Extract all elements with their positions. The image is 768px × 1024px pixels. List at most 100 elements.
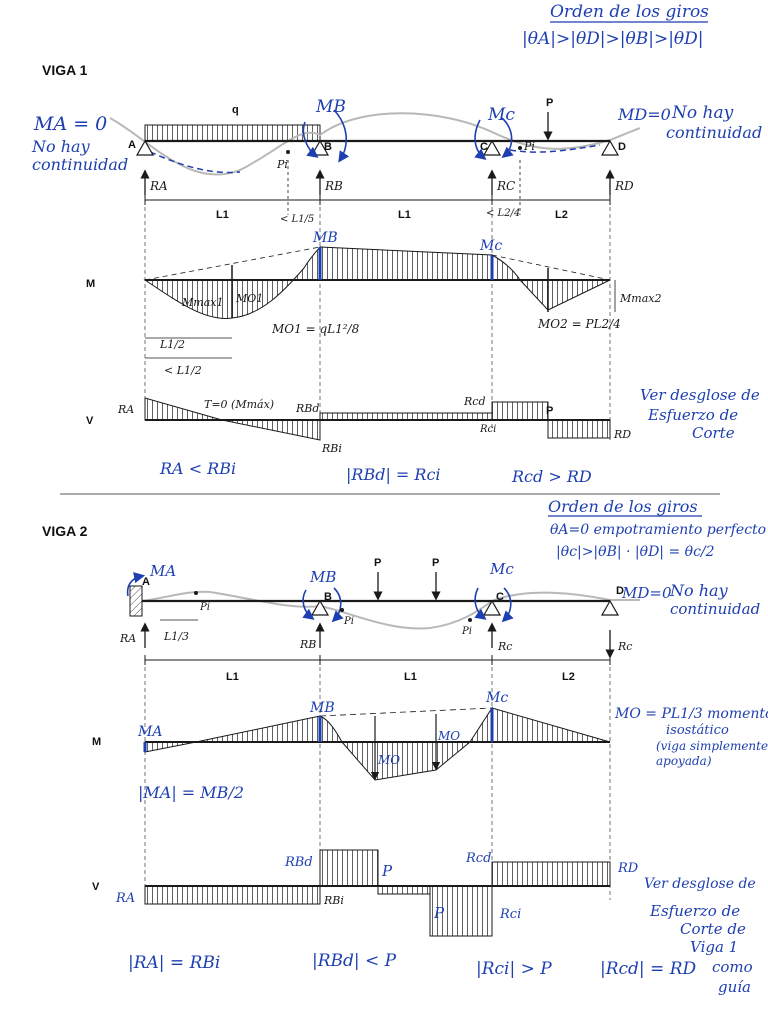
beam1-v-rcd: Rcd: [463, 395, 485, 408]
beam1-load-p: P: [546, 97, 553, 109]
beam2-v-rbi: RBi: [323, 894, 344, 907]
beam2-inflection-pi-3: Pi: [461, 626, 472, 637]
beam2-v-note-1: Ver desglose de: [644, 876, 756, 892]
beam2-v-note-2: Esfuerzo de: [649, 902, 740, 920]
beam1-v-rbi: RBi: [321, 442, 342, 455]
beam1-m-mb: MB: [312, 230, 338, 246]
beam2-deflected-shape: [141, 590, 640, 630]
beam1-m-mc: Mc: [479, 238, 502, 254]
beam2-md-zero: MD=0: [621, 584, 672, 602]
beam2-moment-diagram: [143, 706, 611, 781]
beam1-reaction-rc: RC: [487, 169, 515, 195]
beam1-v-note-1: Ver desglose de: [640, 386, 760, 404]
beam2-span-l2: L2: [562, 671, 575, 683]
beam1-m-mmax1: Mmax1: [181, 296, 223, 309]
beam1-continuidad-left: continuidad: [32, 155, 128, 174]
svg-text:B: B: [324, 591, 332, 603]
beam2-reaction-rd: Rc: [605, 630, 632, 659]
beam2-section: Orden de los giros θA=0 empotramiento pe…: [42, 497, 768, 996]
beam1-reaction-rb: RB: [315, 169, 343, 195]
beam2-v-p1: P: [381, 862, 393, 880]
beam2-v-p2: P: [433, 904, 445, 922]
beam2-relation-3: |Rci| > P: [476, 959, 552, 979]
beam1-dimension-line: L1 L1 L2 < L1/5 < L2/4: [144, 160, 611, 225]
beam1-inflection-pi-1: Pi: [276, 158, 288, 171]
beam1-no-hay-right: No hay: [671, 103, 734, 123]
beam2-fixed-support: [129, 585, 143, 617]
svg-text:D: D: [618, 141, 626, 153]
svg-text:A: A: [128, 139, 136, 151]
beam1-support-d: D: [600, 139, 626, 156]
beam2-v-ra: RA: [115, 891, 135, 906]
beam2-shear-diagram: [144, 849, 611, 937]
beam1-v-ra: RA: [117, 403, 134, 416]
beam2-v-note-4: Viga 1: [690, 938, 738, 956]
beam1-v-rd: RD: [613, 428, 631, 441]
beam2-moment-mb: MB: [309, 568, 336, 586]
beam1-continuidad-right: continuidad: [666, 123, 762, 142]
beam1-v-note-3: Corte: [692, 424, 735, 442]
beam1-md-zero: MD=0: [617, 105, 671, 124]
beam1-ma-zero: MA = 0: [33, 113, 107, 135]
beam1-load-q: q: [232, 104, 239, 116]
beam2-m-mo-2: MO: [437, 729, 460, 743]
beam1-reaction-rd: RD: [605, 169, 634, 195]
beam2-support-c: C: [482, 591, 504, 616]
beam1-dim-l1-fifth: < L1/5: [280, 214, 314, 225]
beam2-support-d: D: [600, 585, 624, 616]
beam2-moment-ma: MA: [149, 562, 176, 580]
beam2-v-axis-label: V: [92, 881, 100, 893]
beam1-relation-2: |RBd| = Rci: [346, 465, 441, 484]
beam2-m-mo-1: MO: [377, 753, 400, 767]
beam2-v-note-6: guía: [718, 978, 751, 996]
beam2-inflection-pi-2: Pi: [343, 616, 354, 627]
beam1-m-mo1-formula: MO1 = qL1²/8: [271, 322, 360, 336]
beam2-v-note-5: como: [712, 958, 753, 976]
beam2-m-ma: MA: [137, 724, 162, 740]
beam1-v-tau: T=0 (Mmáx): [204, 398, 274, 411]
beam2-v-rbd: RBd: [284, 855, 313, 870]
beam2-ma-relation: |MA| = MB/2: [138, 783, 244, 802]
beam2-relation-1: |RA| = RBi: [128, 953, 220, 973]
beam2-inflection-pi-1: Pi: [199, 602, 210, 613]
beam1-reaction-ra: RA: [140, 169, 168, 195]
svg-text:Rc: Rc: [497, 640, 512, 653]
beam1-v-p: P: [546, 405, 553, 417]
beam2-rotation-line2: |θc|>|θB| · |θD| = θc/2: [556, 544, 715, 560]
beam2-no-hay: No hay: [669, 581, 729, 600]
beam1-span-l2: L2: [555, 209, 568, 221]
beam2-v-note-3: Corte de: [680, 920, 746, 938]
beam2-m-note-2: isostático: [666, 723, 729, 738]
beam1-inflection-pi-2: Pi: [523, 140, 535, 153]
beam2-m-axis-label: M: [92, 736, 101, 748]
beam2-rotation-line1: θA=0 empotramiento perfecto: [550, 522, 766, 538]
beam2-reaction-rb: RB: [299, 622, 325, 651]
svg-text:B: B: [324, 141, 332, 153]
beam2-reaction-ra: RA: [119, 622, 150, 648]
beam1-relation-3: Rcd > RD: [511, 467, 592, 486]
beam1-support-b: B: [310, 139, 332, 156]
svg-text:RD: RD: [614, 179, 634, 193]
beam2-relation-4: |Rcd| = RD: [600, 959, 697, 979]
beam2-rotation-title: Orden de los giros: [548, 497, 698, 516]
beam1-m-mo1: MO1: [235, 292, 263, 305]
beam2-title: VIGA 2: [42, 523, 88, 539]
svg-text:C: C: [480, 141, 488, 153]
svg-text:Rc: Rc: [617, 640, 632, 653]
beam2-m-mb: MB: [309, 700, 335, 716]
svg-text:C: C: [496, 591, 504, 603]
beam1-dim-l2-quarter: < L2/4: [486, 208, 520, 219]
beam1-title: VIGA 1: [42, 62, 88, 78]
svg-text:P: P: [432, 557, 439, 569]
beam1-m-mo2-formula: MO2 = PL2/4: [537, 317, 621, 331]
beam1-moment-mc: Mc: [487, 105, 515, 125]
beam1-shear-diagram: [144, 397, 611, 441]
rotation-order-inequality: |θA|>|θD|>|θB|>|θD|: [522, 29, 704, 49]
beam2-support-b: B: [310, 591, 332, 616]
beam1-m-half-dim: L1/2: [159, 338, 185, 351]
beam1-relation-1: RA < RBi: [159, 459, 236, 478]
svg-text:D: D: [616, 585, 624, 597]
beam2-v-rd: RD: [617, 861, 639, 876]
beam1-v-note-2: Esfuerzo de: [647, 406, 738, 424]
